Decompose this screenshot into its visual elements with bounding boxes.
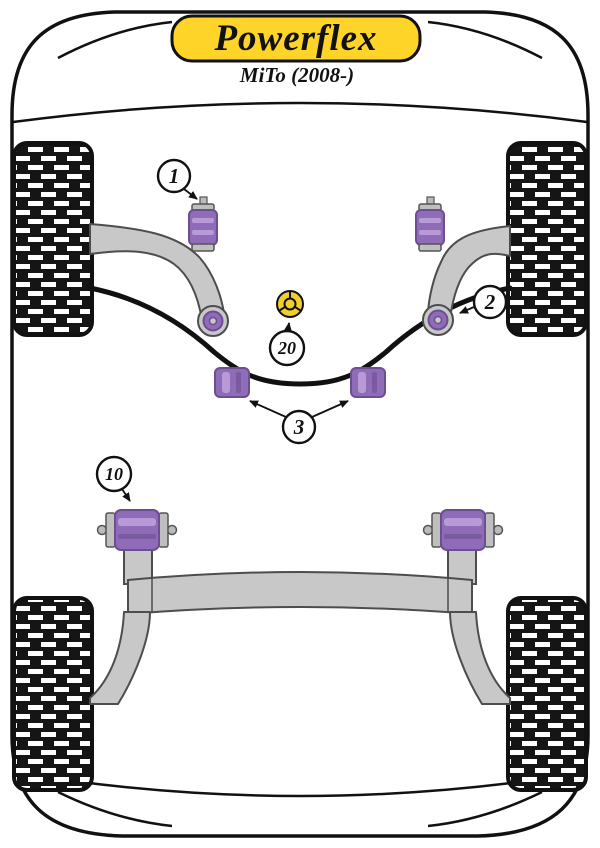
windshield-line <box>12 101 588 124</box>
callout-10-circle <box>95 455 133 493</box>
front-right-top-bushing <box>415 196 445 252</box>
anti-roll-bar <box>87 285 513 387</box>
front-right-arm-bushing-core <box>433 315 443 325</box>
front-left-arm-bushing-core <box>208 316 218 326</box>
rear-right-bushing-bolt-inner <box>422 524 434 536</box>
callout-2-label: 2 <box>484 290 496 314</box>
front-right-control-arm <box>422 225 511 336</box>
callout-20: 20 <box>268 322 306 367</box>
callout-2-circle <box>472 284 508 320</box>
steering-coupler-icon <box>276 290 304 318</box>
rear-left-bushing-bolt-inner <box>166 524 178 536</box>
front-right-top-bushing-band1 <box>419 218 441 223</box>
hood-line-left <box>57 20 173 60</box>
tire-tread-front-right <box>506 141 588 337</box>
rear-left-bushing-band <box>118 518 156 526</box>
front-left-top-bushing-washer-bottom <box>191 243 215 252</box>
front-right-top-bushing-body <box>415 209 445 246</box>
callout-3: 3 <box>249 400 349 445</box>
tire-tread-rear-left <box>12 596 94 792</box>
arb-bushing-left-body <box>214 367 250 398</box>
callout-3-arrow-right <box>311 400 349 418</box>
rear-left-trailing-arm <box>89 611 151 705</box>
rear-right-bushing-body <box>440 509 486 551</box>
callout-1-label: 1 <box>169 164 180 188</box>
front-left-top-bushing-body <box>188 209 218 246</box>
callout-10-label: 10 <box>105 464 123 484</box>
callout-20-arrow <box>283 322 292 332</box>
model-title: MiTo (2008-) <box>239 63 354 87</box>
front-right-top-bushing-washer-bottom <box>418 243 442 252</box>
rear-left-bushing-bolt-outer <box>96 524 108 536</box>
steering-coupler-spoke-left <box>278 305 286 312</box>
callout-1: 1 <box>156 158 198 200</box>
rear-right-bushing-band <box>444 518 482 526</box>
front-left-control-arm <box>89 223 229 337</box>
arb-bushing-left-band2 <box>236 372 241 393</box>
brand-logo: Powerflex <box>170 14 422 63</box>
arb-bushing-right-body <box>350 367 386 398</box>
wheel-rear-left <box>12 596 94 792</box>
callout-3-circle <box>281 409 317 445</box>
tire-tread-front-left <box>12 141 94 337</box>
front-left-top-bushing-band1 <box>192 218 214 223</box>
brand-logo-background <box>170 14 422 63</box>
steering-coupler-disc <box>276 290 304 318</box>
rear-right-beam-bushing <box>422 509 504 551</box>
callout-10-arrow <box>121 488 131 502</box>
rear-left-beam-bushing <box>96 509 178 551</box>
front-left-top-bushing <box>188 196 218 252</box>
tail-line-right <box>427 790 543 828</box>
tail-line-left <box>57 790 173 828</box>
rear-window-line <box>12 770 588 798</box>
tire-tread-rear-right <box>506 596 588 792</box>
callout-20-label: 20 <box>277 338 296 358</box>
anti-roll-bar-bushing-right <box>350 367 386 398</box>
hood-line-right <box>427 20 543 60</box>
rear-left-bushing-band2 <box>118 534 156 539</box>
arb-bushing-right-band <box>358 372 366 393</box>
wheel-front-right <box>506 141 588 337</box>
callout-20-circle <box>268 329 306 367</box>
callout-1-arrow <box>183 188 198 200</box>
rear-left-bushing-washer-outer <box>105 512 116 548</box>
steering-coupler-spoke-right <box>294 305 302 312</box>
callout-2: 2 <box>459 284 508 320</box>
rear-right-bushing-bolt-outer <box>492 524 504 536</box>
callout-3-arrow-left <box>249 400 287 418</box>
front-left-top-bushing-band2 <box>192 230 214 235</box>
rear-left-bushing-body <box>114 509 160 551</box>
rear-right-bushing-washer-outer <box>484 512 495 548</box>
arb-bushing-right-band2 <box>372 372 377 393</box>
rear-beam <box>127 571 473 616</box>
callout-1-circle <box>156 158 192 194</box>
callout-10: 10 <box>95 455 133 502</box>
rear-right-bushing-band2 <box>444 534 482 539</box>
rear-left-bushing-washer-inner <box>158 512 169 548</box>
wheel-rear-right <box>506 596 588 792</box>
anti-roll-bar-bushing-left <box>214 367 250 398</box>
rear-right-bushing-washer-inner <box>431 512 442 548</box>
arb-bushing-left-band <box>222 372 230 393</box>
callout-3-label: 3 <box>293 415 305 439</box>
rear-right-trailing-arm <box>449 611 511 705</box>
brand-logo-text: Powerflex <box>213 18 377 59</box>
callout-2-arrow <box>459 306 475 314</box>
wheel-front-left <box>12 141 94 337</box>
front-right-top-bushing-band2 <box>419 230 441 235</box>
